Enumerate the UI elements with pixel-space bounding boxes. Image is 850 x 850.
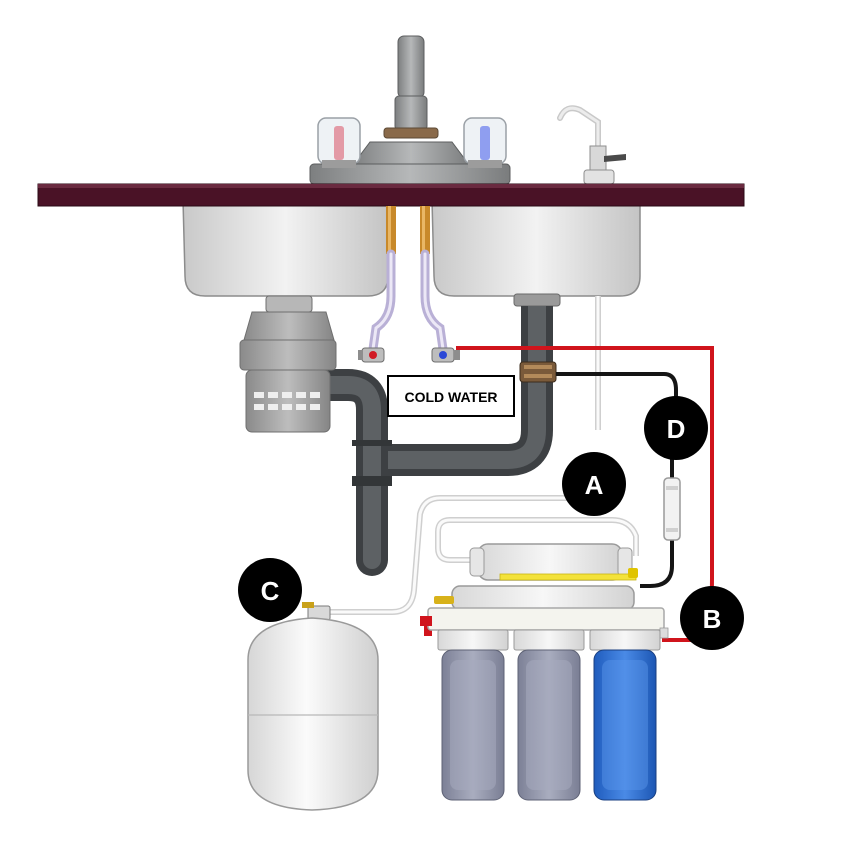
carbon-filter-blue-housing (589, 629, 661, 801)
callout-c: C (238, 558, 302, 622)
ro-membrane-housing (469, 543, 638, 581)
hot-handle (317, 117, 361, 168)
cold-water-label: COLD WATER (387, 375, 515, 417)
callout-d-letter: D (667, 414, 686, 444)
cold-handle (463, 117, 507, 168)
flow-restrictor (663, 477, 681, 541)
storage-tank (247, 602, 379, 811)
ro-dispenser-faucet (557, 105, 626, 185)
product-water-tubing (330, 296, 639, 615)
hot-shutoff-valve-icon (358, 347, 385, 363)
callout-d: D (644, 396, 708, 460)
callout-b: B (680, 586, 744, 650)
callout-a: A (562, 452, 626, 516)
sediment-filter (437, 629, 509, 801)
hot-supply-line (367, 206, 396, 361)
callout-a-letter: A (585, 470, 604, 500)
right-sink-basin (431, 199, 641, 297)
callout-c-letter: C (261, 576, 280, 606)
garbage-disposal (239, 295, 337, 433)
carbon-block-filter (513, 629, 585, 801)
countertop (37, 183, 745, 207)
left-sink-basin (182, 199, 389, 297)
cold-water-label-text: COLD WATER (404, 389, 497, 405)
cold-shutoff-valve-icon (431, 347, 460, 363)
post-filter-housing (434, 585, 635, 611)
cold-supply-line (420, 206, 449, 361)
callout-b-letter: B (703, 604, 722, 634)
drain-pipe (314, 293, 561, 576)
drain-saddle-clamp-icon (519, 361, 557, 383)
